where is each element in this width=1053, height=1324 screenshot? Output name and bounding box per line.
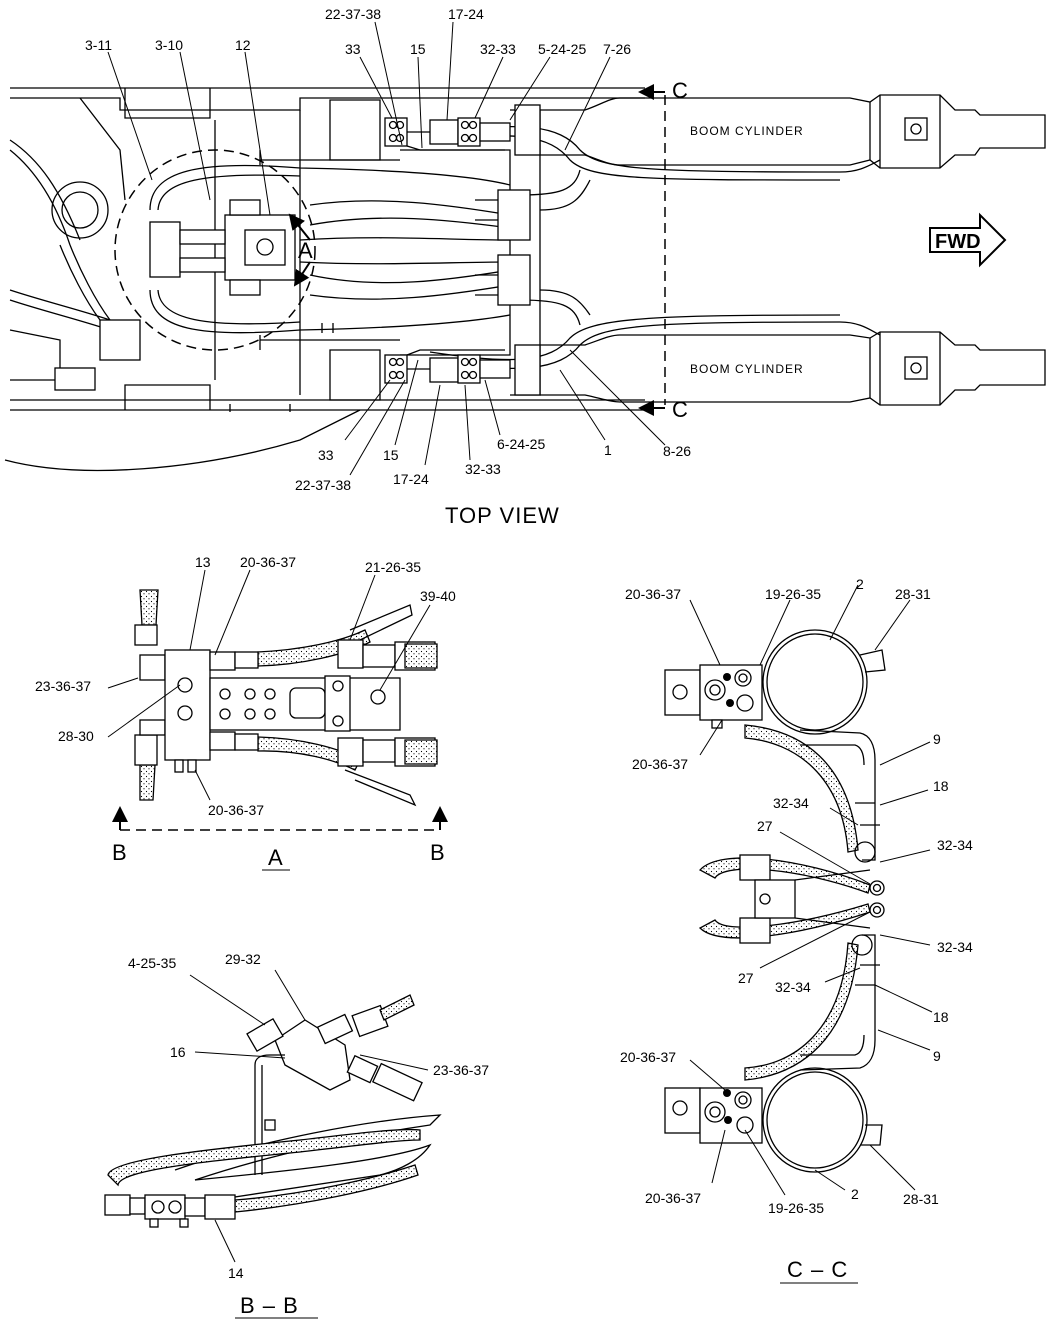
callout-a-23-36-37: 23-36-37 [35,678,91,694]
callout-a-21-26-35: 21-26-35 [365,559,421,575]
callout-c-28-31-a: 28-31 [895,586,931,602]
leaders-top [107,21,666,476]
callout-b-29-32: 29-32 [225,951,261,967]
callout-a-28-30: 28-30 [58,728,94,744]
callout-15-top: 15 [410,41,426,57]
cylinder-label-upper: BOOM CYLINDER [690,124,804,138]
fittings-lower [384,344,541,396]
section-b-label-left: B [112,840,128,865]
section-line-c: C C [638,78,689,422]
callout-c-20-36-37-c: 20-36-37 [620,1049,676,1065]
callout-b-23-36-37: 23-36-37 [433,1062,489,1078]
fittings-upper [384,104,541,156]
callout-6-24-25: 6-24-25 [497,436,545,452]
callout-c-19-26-35-a: 19-26-35 [765,586,821,602]
callout-17-24-bottom: 17-24 [393,471,429,487]
detail-a-marker: A [288,213,314,287]
callout-c-19-26-35-b: 19-26-35 [768,1200,824,1216]
callout-b-16: 16 [170,1044,186,1060]
callout-c-9-b: 9 [933,1048,941,1064]
callout-c-2-b: 2 [851,1186,859,1202]
section-b-label-right: B [430,840,446,865]
manifold-top [149,199,296,296]
callout-22-37-38-top: 22-37-38 [325,6,381,22]
detail-a-view: B B A 13 20-36-37 21-26-35 39-40 23-36-3… [35,554,456,871]
callout-33-top: 33 [345,41,361,57]
callout-c-32-34-a: 32-34 [773,795,809,811]
left-components [9,139,141,391]
callout-15-bottom: 15 [383,447,399,463]
callout-a-13: 13 [195,554,211,570]
hose-routing-top [149,125,881,370]
section-b-view: 4-25-35 29-32 16 23-36-37 14 B – B [104,951,489,1319]
callout-3-11: 3-11 [85,37,112,53]
callout-c-18-a: 18 [933,778,949,794]
callout-32-33-top: 32-33 [480,41,516,57]
callout-c-20-36-37-a: 20-36-37 [625,586,681,602]
boom-structure [4,87,645,472]
callout-b-4-25-35: 4-25-35 [128,955,176,971]
callout-12: 12 [235,37,251,53]
fwd-label: FWD [935,231,981,253]
section-c-label-bottom: C [672,397,689,422]
callout-c-32-34-c: 32-34 [937,939,973,955]
boom-cylinder-lower: BOOM CYLINDER [540,331,1046,406]
callout-1: 1 [604,442,612,458]
callout-a-20-36-37-bottom: 20-36-37 [208,802,264,818]
section-cc-title: C – C [787,1257,848,1282]
callout-c-9-a: 9 [933,731,941,747]
top-view: BOOM CYLINDER BOOM CYLINDER [4,6,1046,528]
detail-a-circle [114,149,316,351]
callout-c-27-b: 27 [738,970,754,986]
callout-32-33-bottom: 32-33 [465,461,501,477]
callout-c-20-36-37-b: 20-36-37 [632,756,688,772]
callout-17-24-top: 17-24 [448,6,484,22]
callout-22-37-38-bottom: 22-37-38 [295,477,351,493]
callout-c-28-31-b: 28-31 [903,1191,939,1207]
section-c-view: 20-36-37 19-26-35 2 28-31 20-36-37 9 18 … [620,576,973,1284]
fwd-arrow: FWD [929,212,1007,268]
callout-5-24-25: 5-24-25 [538,41,586,57]
callout-c-32-34-d: 32-34 [775,979,811,995]
callout-7-26: 7-26 [603,41,631,57]
detail-a-label: A [298,238,314,263]
top-view-title: TOP VIEW [445,503,560,528]
callout-c-18-b: 18 [933,1009,949,1025]
callout-a-39-40: 39-40 [420,588,456,604]
section-c-label-top: C [672,78,689,103]
detail-a-title: A [268,845,284,870]
callout-c-2-a: 2 [856,576,864,592]
callout-33-bottom: 33 [318,447,334,463]
callout-3-10: 3-10 [155,37,183,53]
callout-c-32-34-b: 32-34 [937,837,973,853]
callout-b-14: 14 [228,1265,244,1281]
callout-c-27-a: 27 [757,818,773,834]
callout-c-20-36-37-d: 20-36-37 [645,1190,701,1206]
section-bb-title: B – B [240,1293,299,1318]
callout-8-26: 8-26 [663,443,691,459]
cylinder-label-lower: BOOM CYLINDER [690,362,804,376]
callout-a-20-36-37-top: 20-36-37 [240,554,296,570]
boom-cylinder-upper: BOOM CYLINDER [540,94,1046,169]
